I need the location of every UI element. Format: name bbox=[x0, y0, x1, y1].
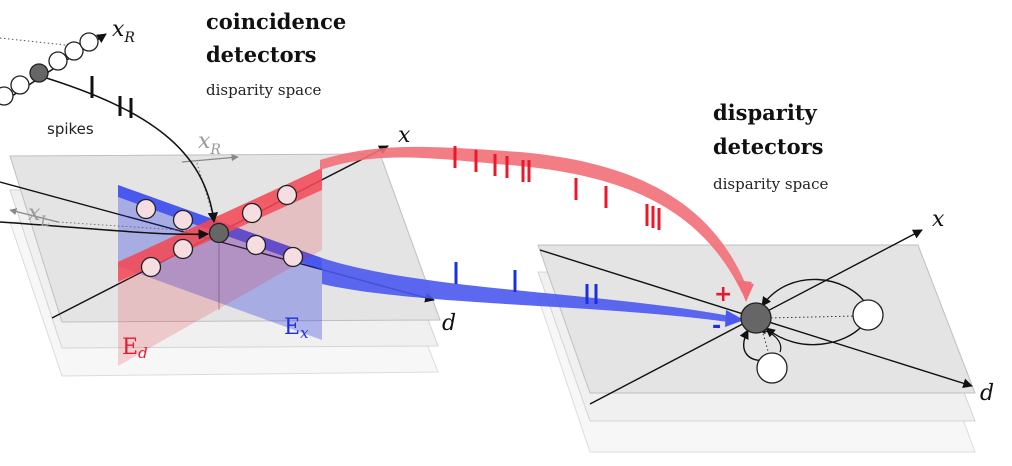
ex-receptive-sheet bbox=[118, 185, 322, 340]
excitatory-arrow-tip bbox=[738, 282, 754, 302]
active-retina-neuron bbox=[29, 63, 49, 83]
red-spike-train bbox=[453, 146, 661, 230]
input-arrow-from-left bbox=[0, 221, 210, 240]
neuron bbox=[48, 51, 68, 71]
blue-spike-train bbox=[454, 262, 598, 304]
disparity-circuit bbox=[739, 278, 884, 384]
neuron bbox=[10, 75, 30, 95]
blue-band-neurons bbox=[135, 198, 304, 268]
ed-receptive-sheet bbox=[118, 168, 322, 366]
active-disparity-detector bbox=[740, 302, 772, 334]
neighbor-neuron bbox=[852, 299, 884, 331]
neuron bbox=[140, 256, 162, 278]
ed-label-main: E bbox=[122, 335, 138, 360]
inhibitory-arrow-head bbox=[725, 310, 744, 327]
neuron bbox=[64, 41, 84, 61]
xr-label-grey-main: x bbox=[198, 129, 211, 154]
excitatory-projection bbox=[320, 146, 748, 293]
ex-label-main: E bbox=[284, 315, 300, 340]
neuron bbox=[79, 32, 99, 52]
active-coincidence-detector bbox=[208, 222, 230, 244]
coincidence-title-1: coincidence bbox=[206, 9, 346, 34]
neuron bbox=[172, 238, 194, 260]
left-x-label: x bbox=[398, 123, 411, 148]
xr-dotted-drop bbox=[196, 162, 217, 227]
xl-dotted bbox=[57, 221, 211, 233]
xr-label-grey: xR bbox=[198, 129, 221, 158]
neighbor-neuron bbox=[756, 352, 788, 384]
recurrent-loop-top bbox=[761, 278, 867, 307]
coincidence-subtitle: disparity space bbox=[206, 81, 322, 99]
neuron bbox=[245, 234, 267, 256]
xl-label-grey: xL bbox=[28, 201, 50, 230]
excitatory-sign: + bbox=[714, 282, 732, 307]
ex-label: Ex bbox=[284, 315, 309, 342]
neuron bbox=[276, 184, 298, 206]
ed-label: Ed bbox=[122, 335, 148, 362]
xl-label-grey-sub: L bbox=[39, 214, 49, 230]
red-band-neurons bbox=[140, 184, 298, 278]
neuron bbox=[0, 86, 14, 106]
neuron bbox=[172, 209, 194, 231]
retina-neurons bbox=[0, 32, 99, 106]
neuron bbox=[241, 202, 263, 224]
inhibitory-sign: - bbox=[712, 314, 721, 339]
disparity-title-2: detectors bbox=[713, 134, 824, 159]
disparity-title-1: disparity bbox=[713, 100, 818, 125]
xr-label-top: xR bbox=[112, 17, 135, 46]
xr-label-top-main: x bbox=[112, 17, 125, 42]
disparity-planes bbox=[537, 244, 976, 453]
neuron bbox=[282, 246, 304, 268]
coincidence-title-2: detectors bbox=[206, 42, 317, 67]
ed-label-sub: d bbox=[138, 344, 148, 362]
input-spikes bbox=[90, 76, 133, 118]
spikes-label: spikes bbox=[47, 120, 94, 138]
inhibitory-projection bbox=[322, 258, 730, 322]
left-d-label: d bbox=[442, 311, 456, 336]
ex-label-sub: x bbox=[300, 324, 309, 342]
disparity-subtitle: disparity space bbox=[713, 175, 829, 193]
xr-label-grey-sub: R bbox=[209, 142, 221, 158]
xl-grey-axis bbox=[9, 208, 59, 223]
recurrent-loop-bottom bbox=[765, 325, 863, 346]
right-d-label: d bbox=[980, 381, 994, 406]
neuron bbox=[135, 198, 157, 220]
xr-grey-axis bbox=[181, 153, 239, 163]
input-arrow-from-right bbox=[39, 75, 219, 224]
xr-label-top-sub: R bbox=[123, 30, 135, 46]
lateral-connection-dotted bbox=[766, 315, 857, 319]
right-x-label: x bbox=[932, 207, 945, 232]
xl-label-grey-main: x bbox=[28, 201, 41, 226]
